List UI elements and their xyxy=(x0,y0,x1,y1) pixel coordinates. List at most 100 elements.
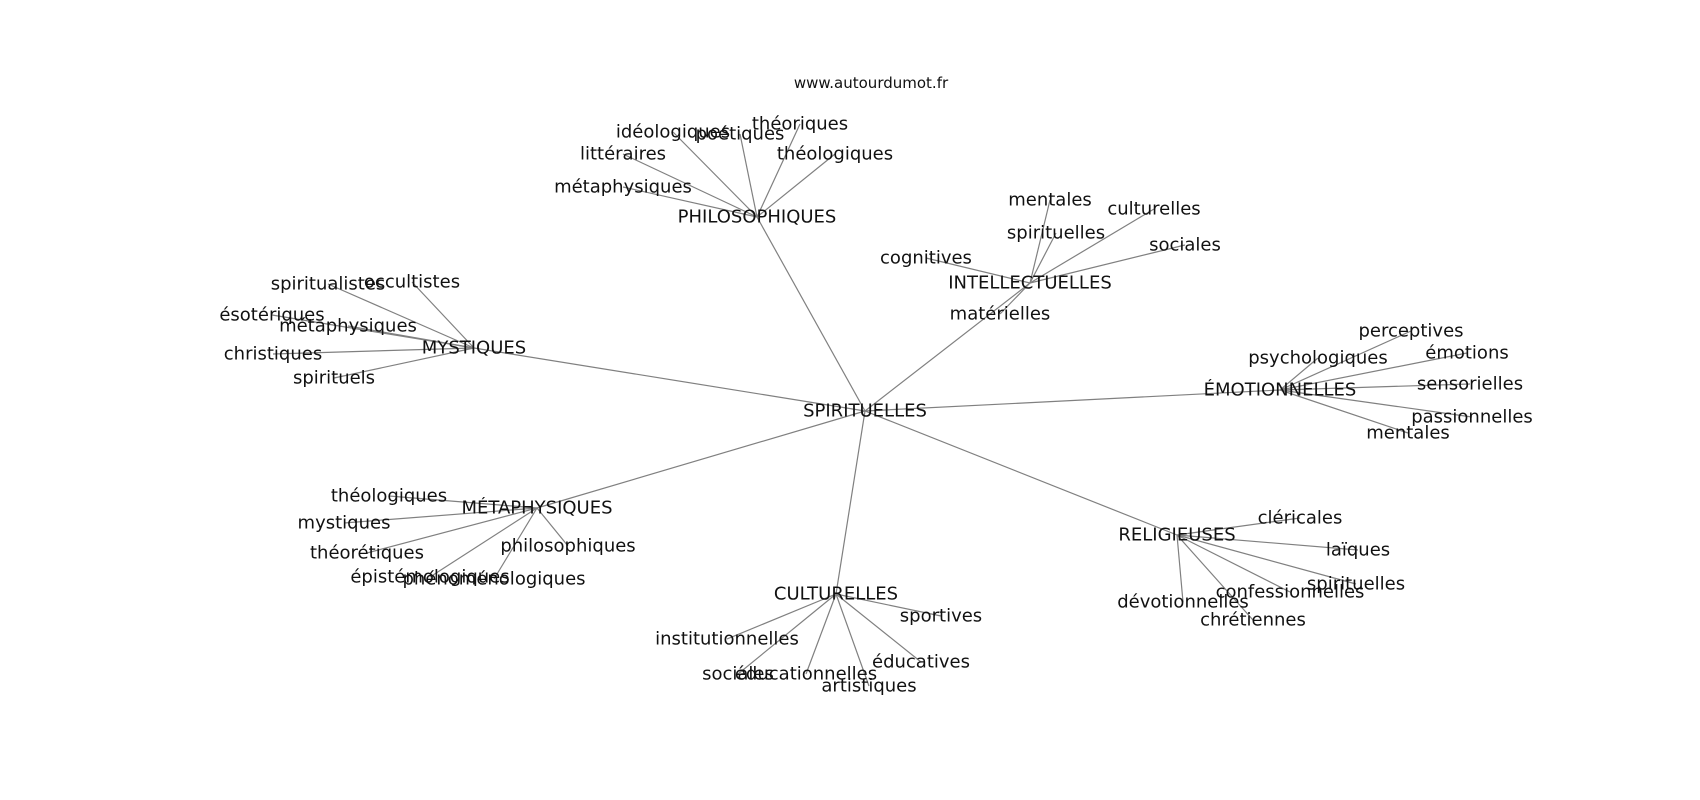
node-hub[interactable]: INTELLECTUELLES xyxy=(948,273,1112,294)
edges-layer xyxy=(271,123,1473,687)
edge-hub-leaf xyxy=(1279,357,1319,391)
node-leaf[interactable]: spirituels xyxy=(293,368,375,389)
node-leaf[interactable]: idéologiques xyxy=(616,122,730,143)
node-root[interactable]: SPIRITUELLES xyxy=(803,401,927,422)
edge-hub-leaf xyxy=(1176,534,1291,593)
edge-root-hub xyxy=(864,389,1281,412)
edge-hub-leaf xyxy=(272,347,475,355)
edge-root-hub xyxy=(835,410,866,595)
node-leaf[interactable]: littéraires xyxy=(580,144,666,165)
edge-hub-leaf xyxy=(327,283,475,349)
edge-hub-leaf xyxy=(622,153,758,218)
edge-hub-leaf xyxy=(388,495,538,509)
edge-hub-leaf xyxy=(429,507,538,578)
node-leaf[interactable]: laïques xyxy=(1326,540,1390,561)
edge-hub-leaf xyxy=(1029,244,1186,284)
edge-hub-leaf xyxy=(1029,199,1051,284)
node-leaf[interactable]: spirituelles xyxy=(1007,223,1105,244)
edge-hub-leaf xyxy=(1279,330,1412,391)
node-leaf[interactable]: perceptives xyxy=(1358,321,1463,342)
site-url[interactable]: www.autourdumot.fr xyxy=(794,74,949,92)
node-leaf[interactable]: mentales xyxy=(1008,190,1092,211)
node-leaf[interactable]: éducatives xyxy=(872,652,970,673)
edge-hub-leaf xyxy=(999,282,1031,315)
node-leaf[interactable]: poétiques xyxy=(696,124,785,145)
edge-hub-leaf xyxy=(1279,389,1473,418)
edge-root-hub xyxy=(756,216,866,412)
edge-hub-leaf xyxy=(536,507,569,547)
node-hub[interactable]: ÉMOTIONNELLES xyxy=(1204,379,1357,401)
edge-root-hub xyxy=(864,282,1031,412)
node-leaf[interactable]: sensorielles xyxy=(1417,374,1523,395)
edge-hub-leaf xyxy=(835,593,922,663)
node-leaf[interactable]: sportives xyxy=(900,606,982,627)
edge-hub-leaf xyxy=(493,507,538,580)
node-leaf[interactable]: sociales xyxy=(1149,235,1221,256)
node-leaf[interactable]: occultistes xyxy=(364,272,460,293)
edge-hub-leaf xyxy=(366,507,538,554)
node-leaf[interactable]: théoriques xyxy=(752,114,848,135)
edge-hub-leaf xyxy=(1176,534,1254,621)
edge-hub-leaf xyxy=(1279,383,1471,391)
node-leaf[interactable]: artistiques xyxy=(821,676,916,697)
edge-hub-leaf xyxy=(411,281,475,349)
node-leaf[interactable]: mystiques xyxy=(298,513,391,534)
node-leaf[interactable]: théorétiques xyxy=(310,543,424,564)
edge-hub-leaf xyxy=(726,593,837,640)
edge-hub-leaf xyxy=(1279,389,1409,434)
node-leaf[interactable]: sociales xyxy=(702,664,774,685)
edge-hub-leaf xyxy=(737,593,837,675)
node-leaf[interactable]: métaphysiques xyxy=(279,316,417,337)
edge-hub-leaf xyxy=(343,507,538,524)
node-leaf[interactable]: cléricales xyxy=(1258,508,1343,529)
edge-hub-leaf xyxy=(1029,232,1057,284)
node-leaf[interactable]: éducationnelles xyxy=(735,664,877,685)
node-leaf[interactable]: christiques xyxy=(224,344,322,365)
edge-root-hub xyxy=(473,347,866,412)
edge-hub-leaf xyxy=(1279,352,1468,391)
edge-hub-leaf xyxy=(1176,534,1359,551)
edge-hub-leaf xyxy=(805,593,837,675)
node-hub[interactable]: MÉTAPHYSIQUES xyxy=(461,497,612,519)
node-leaf[interactable]: chrétiennes xyxy=(1200,610,1306,631)
node-leaf[interactable]: philosophiques xyxy=(500,536,635,557)
edge-hub-leaf xyxy=(622,186,758,218)
edge-hub-leaf xyxy=(835,593,942,617)
edge-hub-leaf xyxy=(835,593,870,687)
labels-layer: www.autourdumot.fr SPIRITUELLES PHILOSOPH… xyxy=(219,74,1532,697)
node-leaf[interactable]: théologiques xyxy=(331,486,447,507)
edge-hub-leaf xyxy=(672,131,758,218)
node-leaf[interactable]: matérielles xyxy=(950,304,1051,325)
node-leaf[interactable]: passionnelles xyxy=(1411,407,1533,428)
node-leaf[interactable]: cognitives xyxy=(880,248,972,269)
node-leaf[interactable]: émotions xyxy=(1425,343,1508,364)
node-hub[interactable]: RELIGIEUSES xyxy=(1118,525,1235,546)
edge-hub-leaf xyxy=(333,347,475,379)
node-leaf[interactable]: confessionnelles xyxy=(1216,582,1365,603)
edge-hub-leaf xyxy=(925,257,1031,284)
node-leaf[interactable]: psychologiques xyxy=(1248,348,1388,369)
edge-hub-leaf xyxy=(1176,534,1184,603)
edge-hub-leaf xyxy=(739,133,758,218)
edge-hub-leaf xyxy=(1029,208,1155,284)
node-leaf[interactable]: théologiques xyxy=(777,144,893,165)
node-leaf[interactable]: spirituelles xyxy=(1307,574,1405,595)
edge-hub-leaf xyxy=(756,153,836,218)
node-leaf[interactable]: dévotionnelles xyxy=(1117,592,1249,613)
node-leaf[interactable]: institutionnelles xyxy=(655,629,799,650)
node-leaf[interactable]: métaphysiques xyxy=(554,177,692,198)
edge-hub-leaf xyxy=(756,123,801,218)
node-hub[interactable]: PHILOSOPHIQUES xyxy=(678,207,837,228)
node-leaf[interactable]: ésotériques xyxy=(219,305,324,326)
node-leaf[interactable]: culturelles xyxy=(1107,199,1200,220)
node-leaf[interactable]: spiritualistes xyxy=(271,274,386,295)
edge-hub-leaf xyxy=(347,325,475,349)
edge-hub-leaf xyxy=(1176,534,1357,585)
node-hub[interactable]: CULTURELLES xyxy=(774,584,898,605)
edge-hub-leaf xyxy=(1176,517,1301,536)
node-hub[interactable]: MYSTIQUES xyxy=(422,338,526,359)
node-leaf[interactable]: phénoménologiques xyxy=(402,569,585,590)
node-leaf[interactable]: mentales xyxy=(1366,423,1450,444)
node-leaf[interactable]: épistémologiques xyxy=(350,567,509,588)
